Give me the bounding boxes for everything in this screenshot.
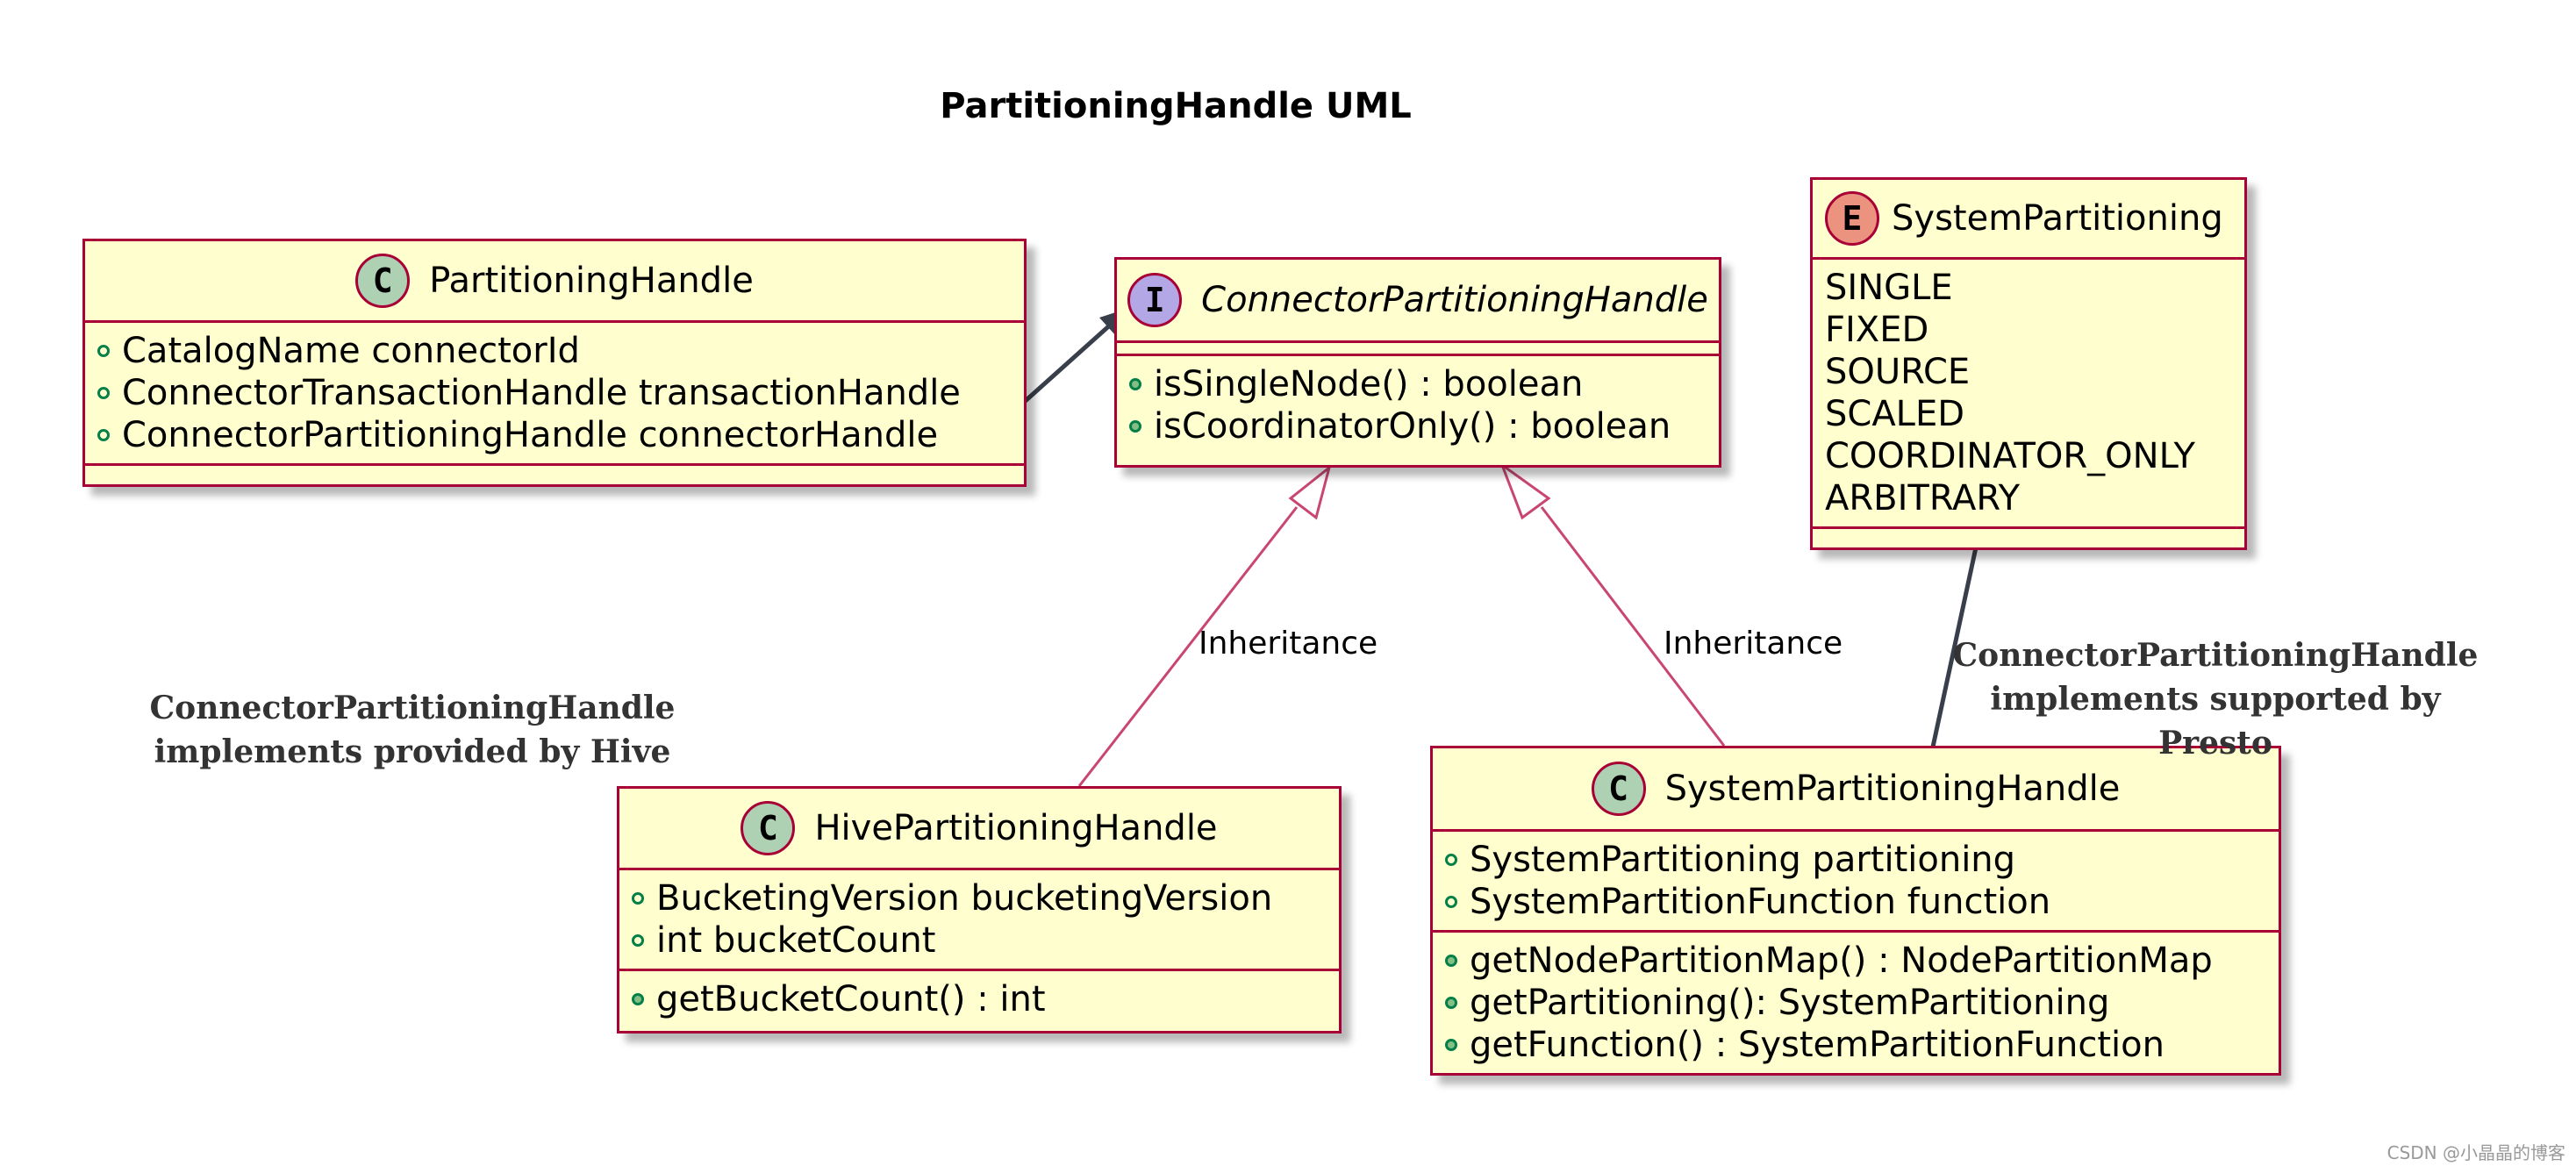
enum-stereotype-icon: E bbox=[1825, 191, 1879, 246]
enum-system-partitioning: E SystemPartitioning SINGLE FIXED SOURCE… bbox=[1810, 177, 2247, 550]
interface-stereotype-icon: I bbox=[1127, 273, 1183, 327]
public-method-icon bbox=[1445, 1039, 1457, 1051]
note-line: implements supported by Presto bbox=[1990, 681, 2441, 762]
enum-value: SCALED bbox=[1825, 394, 1965, 434]
class-name: HivePartitioningHandle bbox=[814, 808, 1218, 848]
public-method-icon bbox=[1445, 997, 1457, 1009]
edge-label-system-inheritance: Inheritance bbox=[1664, 626, 1843, 662]
class-name: SystemPartitioningHandle bbox=[1664, 769, 2121, 809]
enum-value: SINGLE bbox=[1825, 268, 1953, 308]
methods-section: getNodePartitionMap() : NodePartitionMap… bbox=[1433, 933, 2279, 1073]
methods-section: getBucketCount() : int bbox=[619, 971, 1339, 1027]
method-row: getPartitioning(): SystemPartitioning bbox=[1445, 982, 2266, 1024]
field-row: BucketingVersion bucketingVersion bbox=[632, 877, 1327, 919]
class-header: C PartitioningHandle bbox=[85, 241, 1024, 323]
class-name: PartitioningHandle bbox=[429, 261, 754, 301]
inheritance-line-hive bbox=[1077, 506, 1299, 787]
field-row: SystemPartitioning partitioning bbox=[1445, 839, 2266, 881]
public-field-icon bbox=[1445, 854, 1457, 866]
edge-label-hive-inheritance: Inheritance bbox=[1199, 626, 1378, 662]
method-row: getNodePartitionMap() : NodePartitionMap bbox=[1445, 940, 2266, 982]
class-header: C SystemPartitioningHandle bbox=[1433, 748, 2279, 832]
inheritance-line-system bbox=[1540, 506, 1726, 747]
class-stereotype-icon: C bbox=[1591, 762, 1646, 816]
public-field-icon bbox=[97, 345, 110, 357]
enum-value: ARBITRARY bbox=[1825, 478, 2021, 519]
note-hive-implements: ConnectorPartitioningHandle implements p… bbox=[140, 686, 684, 774]
class-partitioning-handle: C PartitioningHandle CatalogName connect… bbox=[82, 239, 1027, 487]
class-stereotype-icon: C bbox=[355, 254, 411, 308]
field-row: ConnectorTransactionHandle transactionHa… bbox=[97, 372, 1012, 414]
methods-section: isSingleNode() : boolean isCoordinatorOn… bbox=[1117, 356, 1719, 454]
diagram-title: PartitioningHandle UML bbox=[940, 86, 1412, 126]
public-field-icon bbox=[1445, 896, 1457, 908]
methods-section bbox=[85, 466, 1024, 476]
fields-section: CatalogName connectorId ConnectorTransac… bbox=[85, 323, 1024, 466]
enum-value: SOURCE bbox=[1825, 352, 1971, 392]
field-row: SystemPartitionFunction function bbox=[1445, 881, 2266, 923]
class-stereotype-icon: C bbox=[741, 801, 796, 855]
class-header: I ConnectorPartitioningHandle bbox=[1117, 260, 1719, 343]
note-presto-implements: ConnectorPartitioningHandle implements s… bbox=[1930, 633, 2501, 765]
class-hive-partitioning-handle: C HivePartitioningHandle BucketingVersio… bbox=[617, 786, 1342, 1034]
method-row: isSingleNode() : boolean bbox=[1129, 363, 1707, 405]
enum-value: COORDINATOR_ONLY bbox=[1825, 436, 2195, 476]
enum-values-section: SINGLE FIXED SOURCE SCALED COORDINATOR_O… bbox=[1813, 260, 2244, 529]
methods-section bbox=[1813, 529, 2244, 540]
class-header: C HivePartitioningHandle bbox=[619, 789, 1339, 870]
public-method-icon bbox=[1445, 955, 1457, 967]
inheritance-arrowhead-system bbox=[1499, 461, 1551, 520]
field-row: CatalogName connectorId bbox=[97, 330, 1012, 372]
class-name: ConnectorPartitioningHandle bbox=[1201, 280, 1708, 320]
public-field-icon bbox=[97, 387, 110, 399]
fields-section: BucketingVersion bucketingVersion int bu… bbox=[619, 870, 1339, 971]
note-line: ConnectorPartitioningHandle bbox=[1952, 637, 2479, 674]
public-method-icon bbox=[632, 993, 644, 1005]
inheritance-arrowhead-hive bbox=[1288, 464, 1332, 520]
fields-section bbox=[1117, 343, 1719, 356]
public-method-icon bbox=[1129, 378, 1141, 390]
note-line: ConnectorPartitioningHandle bbox=[149, 690, 676, 726]
note-line: implements provided by Hive bbox=[154, 733, 671, 770]
enum-value: FIXED bbox=[1825, 310, 1929, 350]
class-system-partitioning-handle: C SystemPartitioningHandle SystemPartiti… bbox=[1430, 746, 2281, 1076]
method-row: getFunction() : SystemPartitionFunction bbox=[1445, 1024, 2266, 1066]
public-field-icon bbox=[632, 934, 644, 947]
method-row: getBucketCount() : int bbox=[632, 978, 1327, 1020]
public-field-icon bbox=[632, 892, 644, 905]
fields-section: SystemPartitioning partitioning SystemPa… bbox=[1433, 832, 2279, 933]
class-header: E SystemPartitioning bbox=[1813, 180, 2244, 260]
interface-connector-partitioning-handle: I ConnectorPartitioningHandle isSingleNo… bbox=[1114, 257, 1721, 468]
field-row: int bucketCount bbox=[632, 919, 1327, 962]
public-field-icon bbox=[97, 429, 110, 441]
public-method-icon bbox=[1129, 420, 1141, 433]
class-name: SystemPartitioning bbox=[1892, 198, 2223, 239]
field-row: ConnectorPartitioningHandle connectorHan… bbox=[97, 414, 1012, 456]
method-row: isCoordinatorOnly() : boolean bbox=[1129, 405, 1707, 447]
watermark: CSDN @小晶晶的博客 bbox=[2386, 1142, 2565, 1163]
